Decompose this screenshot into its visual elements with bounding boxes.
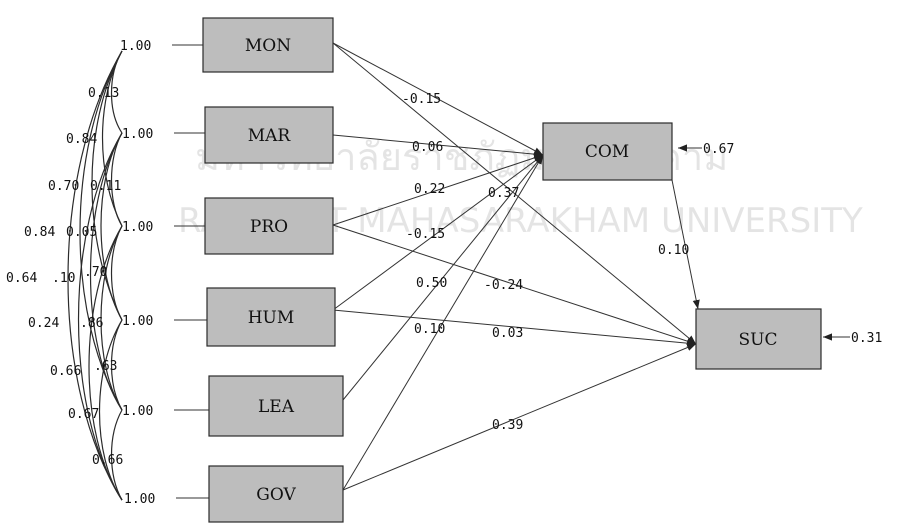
variance-mar: 1.00 xyxy=(122,127,153,142)
cov-arc-hum-gov xyxy=(99,319,123,501)
box-pro-rect xyxy=(204,197,334,255)
box-mar-label: MAR xyxy=(248,126,292,146)
variance-hum: 1.00 xyxy=(122,314,153,329)
box-pro-label: PRO xyxy=(250,217,288,237)
box-suc-rect xyxy=(695,308,822,370)
path-label-lea-com: 0.50 xyxy=(416,276,447,291)
cov-arc-mon-gov xyxy=(67,50,123,501)
path-com-suc xyxy=(671,179,700,310)
cov-label-mon-hum: 0.70 xyxy=(48,179,79,194)
cov-label-hum-gov: 0.67 xyxy=(68,407,99,422)
box-mon-rect xyxy=(202,17,334,73)
cov-label-mar-gov: 0.24 xyxy=(28,316,59,331)
path-label-gov-suc: 0.39 xyxy=(492,418,523,433)
path-label-pro-com: 0.22 xyxy=(414,182,445,197)
cov-arc-lea-gov xyxy=(110,409,123,501)
cov-arc-mar-lea xyxy=(89,132,123,411)
path-label-hum-suc: 0.03 xyxy=(492,326,523,341)
path-mar-com xyxy=(332,134,544,158)
cov-arc-pro-hum xyxy=(110,225,123,321)
cov-arc-mar-gov xyxy=(77,132,123,501)
box-mon-label: MON xyxy=(245,36,291,56)
path-labels: -0.15 0.06 0.22 0.37 -0.15 0.50 -0.24 0.… xyxy=(402,92,689,433)
box-suc-label: SUC xyxy=(739,330,778,350)
path-label-mon-suc: 0.37 xyxy=(488,186,519,201)
box-mon: MON xyxy=(202,17,334,73)
cov-label-pro-lea: .86 xyxy=(80,316,103,331)
box-gov-rect xyxy=(208,465,344,523)
path-hum-com xyxy=(332,154,544,311)
cov-arc-pro-gov xyxy=(88,225,123,501)
box-gov-label: GOV xyxy=(256,485,296,505)
path-pro-suc xyxy=(332,224,697,345)
box-com-rect xyxy=(542,122,673,181)
covariance-labels: 0.13 0.84 0.70 0.11 0.84 0.05 0.64 .10 .… xyxy=(6,86,123,468)
cov-label-mon-lea: 0.84 xyxy=(24,225,55,240)
cov-label-pro-hum: .70 xyxy=(84,265,107,280)
path-mon-suc xyxy=(332,42,697,345)
box-com: COM xyxy=(542,122,673,181)
cov-label-lea-gov: 0.66 xyxy=(92,453,123,468)
error-variance-com: 0.67 xyxy=(703,142,734,157)
cov-label-mar-hum: 0.05 xyxy=(66,225,97,240)
path-label-mon-com: -0.15 xyxy=(402,92,441,107)
path-mon-com xyxy=(332,42,544,156)
cov-label-hum-lea: .63 xyxy=(94,359,117,374)
box-lea-label: LEA xyxy=(258,397,295,417)
error-arrows: 0.67 0.31 xyxy=(678,142,882,346)
paths-to-com xyxy=(332,42,544,491)
path-label-pro-suc: -0.24 xyxy=(484,278,523,293)
cov-label-mar-lea: .10 xyxy=(52,271,75,286)
path-hum-suc xyxy=(332,309,697,347)
box-mar-rect xyxy=(204,106,334,164)
variance-links xyxy=(172,44,209,499)
box-pro: PRO xyxy=(204,197,334,255)
cov-label-mon-gov: 0.64 xyxy=(6,271,37,286)
cov-label-mon-pro: 0.84 xyxy=(66,132,97,147)
variance-lea: 1.00 xyxy=(122,404,153,419)
variance-labels: 1.00 1.00 1.00 1.00 1.00 1.00 xyxy=(120,39,155,507)
cov-label-mar-pro: 0.11 xyxy=(90,179,121,194)
cov-arc-mon-lea xyxy=(79,50,123,411)
cov-arc-pro-lea xyxy=(100,225,123,411)
path-pro-com xyxy=(332,154,544,226)
box-hum: HUM xyxy=(206,287,336,347)
box-hum-rect xyxy=(206,287,336,347)
path-label-hum-com: -0.15 xyxy=(406,227,445,242)
cov-arc-mar-pro xyxy=(110,132,123,227)
path-gov-com xyxy=(342,154,544,491)
path-label-gov-com: 0.10 xyxy=(414,322,445,337)
path-label-mar-com: 0.06 xyxy=(412,140,443,155)
box-suc: SUC xyxy=(695,308,822,370)
path-label-com-suc: 0.10 xyxy=(658,243,689,258)
variance-mon: 1.00 xyxy=(120,39,151,54)
paths-to-suc xyxy=(332,42,700,491)
variance-gov: 1.00 xyxy=(124,492,155,507)
cov-label-mon-mar: 0.13 xyxy=(88,86,119,101)
box-lea: LEA xyxy=(208,375,344,437)
path-gov-suc xyxy=(342,343,697,491)
box-gov: GOV xyxy=(208,465,344,523)
covariance-arcs xyxy=(67,50,123,501)
box-com-label: COM xyxy=(585,142,629,162)
box-lea-rect xyxy=(208,375,344,437)
error-variance-suc: 0.31 xyxy=(851,331,882,346)
cov-label-pro-gov: 0.66 xyxy=(50,364,81,379)
box-mar: MAR xyxy=(204,106,334,164)
variance-pro: 1.00 xyxy=(122,220,153,235)
box-hum-label: HUM xyxy=(248,308,295,328)
path-lea-com xyxy=(342,154,544,401)
